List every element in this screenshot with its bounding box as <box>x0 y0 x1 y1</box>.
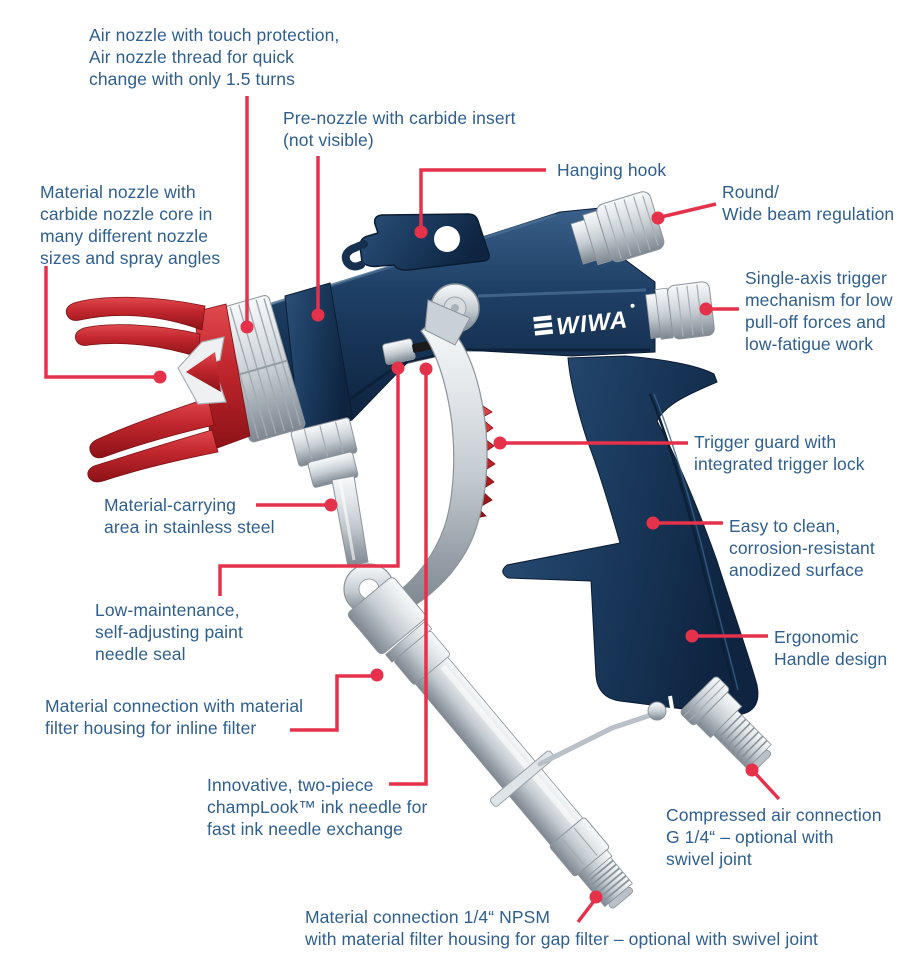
label-material-nozzle: Material nozzle with carbide nozzle core… <box>40 181 220 269</box>
label-ergonomic: Ergonomic Handle design <box>774 626 887 670</box>
label-pre-nozzle: Pre-nozzle with carbide insert (not visi… <box>283 107 516 151</box>
label-material-carrying: Material-carrying area in stainless stee… <box>104 494 275 538</box>
label-line: Low-maintenance, <box>95 600 240 620</box>
leader-material-npsm <box>576 890 603 924</box>
label-champlook: Innovative, two-piece champLook™ ink nee… <box>207 774 427 840</box>
label-line: low-fatigue work <box>745 334 874 354</box>
leader-compressed-air <box>745 763 781 801</box>
filter-housing-tube <box>347 577 633 909</box>
label-line: Material connection 1/4“ NPSM <box>305 907 551 927</box>
leader-material-inline <box>290 668 384 732</box>
leader-air-nozzle <box>240 96 254 334</box>
label-line: Innovative, two-piece <box>207 775 374 795</box>
label-line: Round/ <box>722 182 780 202</box>
label-line: G 1/4“ – optional with <box>666 827 834 847</box>
label-line: Handle design <box>774 649 888 669</box>
label-easy-clean: Easy to clean, corrosion-resistant anodi… <box>729 515 875 581</box>
label-line: filter housing for inline filter <box>45 718 257 738</box>
label-line: corrosion-resistant <box>729 538 875 558</box>
label-line: Easy to clean, <box>729 516 841 536</box>
nozzle-guard <box>65 296 251 483</box>
label-line: many different nozzle <box>40 226 209 246</box>
label-material-inline: Material connection with material filter… <box>45 695 303 739</box>
label-line: swivel joint <box>666 849 752 869</box>
hanging-hook-part <box>341 213 490 271</box>
leader-ergonomic <box>685 629 768 643</box>
label-line: Hanging hook <box>557 160 667 180</box>
leader-hanging-hook <box>414 168 546 239</box>
label-line: Material nozzle with <box>40 182 196 202</box>
label-line: Ergonomic <box>774 627 859 647</box>
guard-prong-top-2 <box>74 324 201 358</box>
label-compressed-air: Compressed air connection G 1/4“ – optio… <box>666 804 882 870</box>
leader-trigger-guard <box>493 436 688 450</box>
handle <box>502 355 759 716</box>
label-round-wide-beam: Round/ Wide beam regulation <box>722 181 894 225</box>
leader-material-nozzle <box>44 266 167 384</box>
guard-prong-bottom-1 <box>89 397 215 459</box>
label-line: anodized surface <box>729 560 864 580</box>
label-line: with material filter housing for gap fil… <box>305 929 818 949</box>
material-tube <box>290 417 395 615</box>
label-low-maintenance: Low-maintenance, self-adjusting paint ne… <box>95 599 243 665</box>
air-connection <box>680 676 772 770</box>
trigger-top-arm <box>424 299 471 346</box>
leader-lines <box>44 96 781 924</box>
handle-groove-highlight <box>653 393 739 691</box>
label-line: Compressed air connection <box>666 805 882 825</box>
material-nozzle-tip <box>186 352 221 392</box>
hook-hole <box>434 226 460 252</box>
beam-regulation-knob <box>570 191 665 266</box>
gun-lower-tube-highlight <box>477 288 647 298</box>
label-line: Material connection with material <box>45 696 304 716</box>
label-hanging-hook: Hanging hook <box>557 159 666 181</box>
label-line: carbide nozzle core in <box>40 204 213 224</box>
label-line: champLook™ ink needle for <box>207 797 428 817</box>
label-line: pull-off forces and <box>745 312 886 332</box>
label-line: needle seal <box>95 644 186 664</box>
leader-easy-clean <box>646 516 723 530</box>
label-line: (not visible) <box>283 130 374 150</box>
leader-round-wide-beam <box>651 202 717 225</box>
leader-single-axis <box>699 302 739 316</box>
label-line: sizes and spray angles <box>40 248 221 268</box>
leader-low-maintenance <box>218 361 405 596</box>
label-line: mechanism for low <box>745 290 893 310</box>
label-line: Wide beam regulation <box>722 204 895 224</box>
leader-material-carrying <box>256 498 338 512</box>
handle-bottom-notch <box>668 695 675 715</box>
leader-champlook <box>389 362 433 786</box>
label-line: fast ink needle exchange <box>207 819 404 839</box>
label-line: Air nozzle thread for quick <box>89 47 295 67</box>
label-line: area in stainless steel <box>104 517 275 537</box>
guard-prong-bottom-2 <box>87 429 219 483</box>
label-single-axis: Single-axis trigger mechanism for low pu… <box>745 267 893 355</box>
leader-pre-nozzle <box>311 156 325 322</box>
guard-prong-top-1 <box>65 296 206 331</box>
handle-groove <box>648 393 736 691</box>
label-line: Air nozzle with touch protection, <box>89 25 340 45</box>
label-line: Single-axis trigger <box>745 268 887 288</box>
label-line: Material-carrying <box>104 495 237 515</box>
label-air-nozzle: Air nozzle with touch protection, Air no… <box>89 24 339 90</box>
label-line: integrated trigger lock <box>694 454 865 474</box>
label-line: Trigger guard with <box>694 432 837 452</box>
needle-seal-fitting <box>382 338 432 365</box>
label-line: self-adjusting paint <box>95 622 243 642</box>
label-trigger-guard: Trigger guard with integrated trigger lo… <box>694 431 865 475</box>
label-material-npsm: Material connection 1/4“ NPSM with mater… <box>305 906 818 950</box>
air-valve-knob <box>645 281 715 340</box>
label-line: Pre-nozzle with carbide insert <box>283 108 516 128</box>
label-line: change with only 1.5 turns <box>89 69 295 89</box>
swivel-wire-clip <box>537 701 667 767</box>
gun-body-shadow <box>299 348 650 436</box>
hook-tail <box>341 240 368 271</box>
